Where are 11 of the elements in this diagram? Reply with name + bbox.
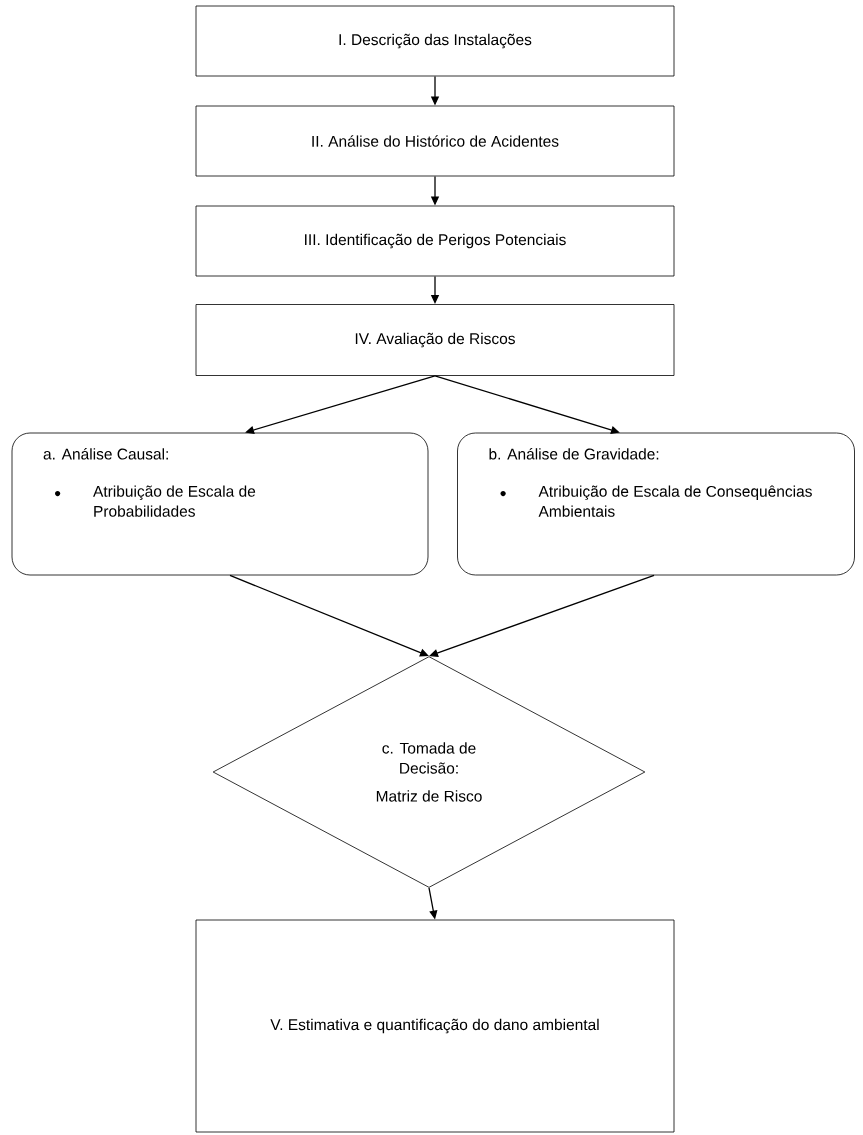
- process-box: I. Descrição das Instalações: [195, 5, 675, 77]
- analysis-box: a. Análise Causal: Atribuição de Escala de Probabilidades: [11, 432, 429, 576]
- process-box: IV. Avaliação de Riscos: [195, 304, 675, 376]
- arrow: [245, 375, 436, 435]
- process-box: II. Análise do Histórico de Acidentes: [195, 105, 675, 177]
- process-box: III. Identificação de Perigos Potenciais: [195, 205, 675, 277]
- arrow: [429, 574, 655, 657]
- arrow: [434, 375, 620, 434]
- process-box: V. Estimativa e quantificação do dano ambiental: [195, 919, 675, 1133]
- analysis-box: b. Análise de Gravidade: Atribuição de Escala de Consequências Ambientais: [457, 432, 855, 576]
- arrow: [229, 574, 429, 657]
